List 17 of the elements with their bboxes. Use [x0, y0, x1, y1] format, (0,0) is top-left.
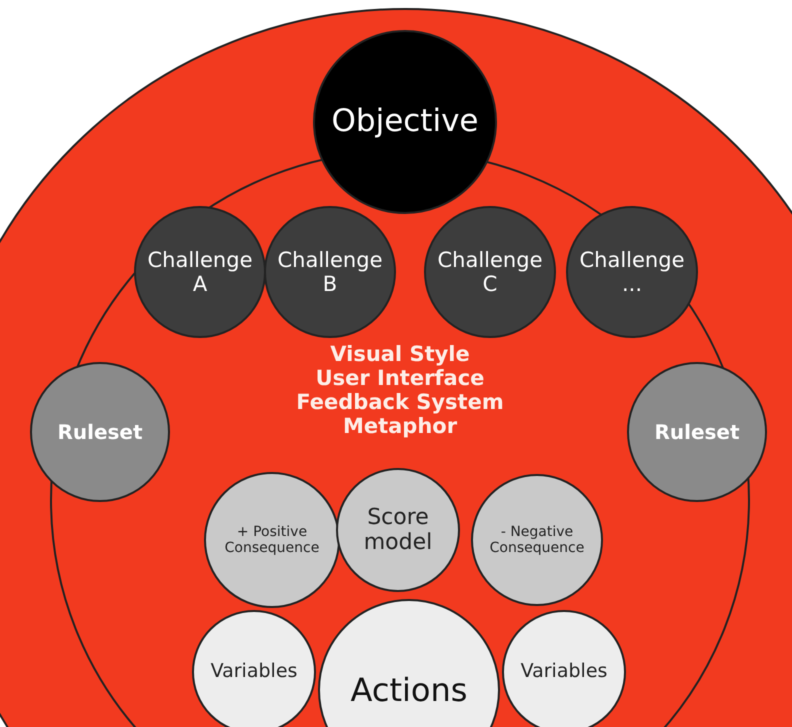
circle-label: Ruleset: [654, 420, 740, 444]
aspect-text: Visual Style: [330, 342, 470, 366]
circle-label: Challenge ...: [578, 248, 686, 296]
circle-label: Ruleset: [57, 420, 143, 444]
circle-label: Variables: [520, 661, 608, 683]
circle-label: + Positive Consequence: [224, 524, 320, 556]
circle-label: Score model: [362, 504, 434, 556]
circle-label: Challenge C: [436, 248, 544, 296]
circle-label: Objective: [332, 104, 478, 140]
circle-label: Challenge B: [276, 248, 384, 296]
aspect-text: Feedback System: [296, 390, 504, 414]
aspect-text: User Interface: [316, 366, 484, 390]
aspect-text: Metaphor: [342, 414, 458, 439]
circle-label: Challenge A: [146, 248, 254, 296]
circle-label: - Negative Consequence: [488, 524, 586, 556]
circle-label: Variables: [210, 661, 298, 683]
circle-label: Actions: [350, 672, 468, 708]
